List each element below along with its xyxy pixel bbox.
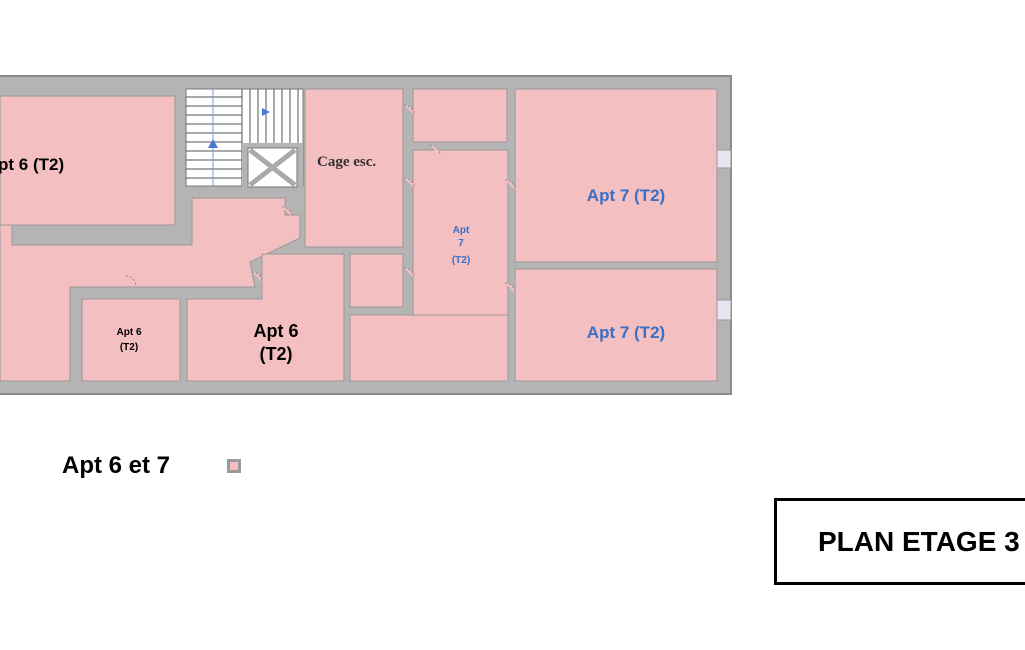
room-apt7-bottom bbox=[514, 268, 718, 382]
room-small bbox=[349, 253, 404, 308]
room-apt6-large bbox=[0, 95, 176, 226]
window bbox=[716, 149, 732, 169]
label-apt6-small-2: (T2) bbox=[120, 342, 138, 353]
label-apt6-mid-1: Apt 6 bbox=[254, 321, 299, 341]
label-apt7-corridor-2: 7 bbox=[458, 238, 464, 249]
room-apt7-top bbox=[514, 88, 718, 263]
room-apt7-top-small bbox=[412, 88, 508, 143]
room-apt7-corridor bbox=[412, 149, 509, 316]
label-apt7-corridor-1: Apt bbox=[453, 225, 470, 236]
room-apt6-small bbox=[81, 298, 181, 382]
label-apt7-corridor-3: (T2) bbox=[452, 255, 470, 266]
label-cage-esc: Cage esc. bbox=[317, 154, 376, 170]
room-bottom bbox=[349, 314, 509, 382]
arrow-up-icon bbox=[208, 139, 218, 148]
room-apt6-corridor bbox=[0, 197, 301, 382]
legend-swatch bbox=[227, 459, 241, 473]
label-apt7-bottom: Apt 7 (T2) bbox=[587, 323, 665, 342]
room-apt6-mid bbox=[186, 253, 345, 382]
title-box bbox=[774, 498, 1025, 585]
staircase bbox=[185, 88, 304, 192]
legend-label: Apt 6 et 7 bbox=[62, 452, 171, 479]
label-apt6-mid-2: (T2) bbox=[260, 344, 293, 364]
doors bbox=[125, 104, 516, 294]
window bbox=[716, 299, 732, 321]
room-cage-escalier bbox=[304, 88, 404, 248]
elevator-shaft-icon bbox=[248, 148, 297, 187]
arrow-right-icon bbox=[262, 108, 270, 116]
label-apt6-large: pt 6 (T2) bbox=[0, 155, 64, 174]
plan-title: PLAN ETAGE 3 bbox=[818, 526, 1020, 557]
label-apt6-small-1: Apt 6 bbox=[117, 327, 142, 338]
floor-plan: pt 6 (T2) Cage esc. Apt 7 (T2) Apt 7 (T2… bbox=[0, 75, 732, 395]
label-apt7-top: Apt 7 (T2) bbox=[587, 186, 665, 205]
